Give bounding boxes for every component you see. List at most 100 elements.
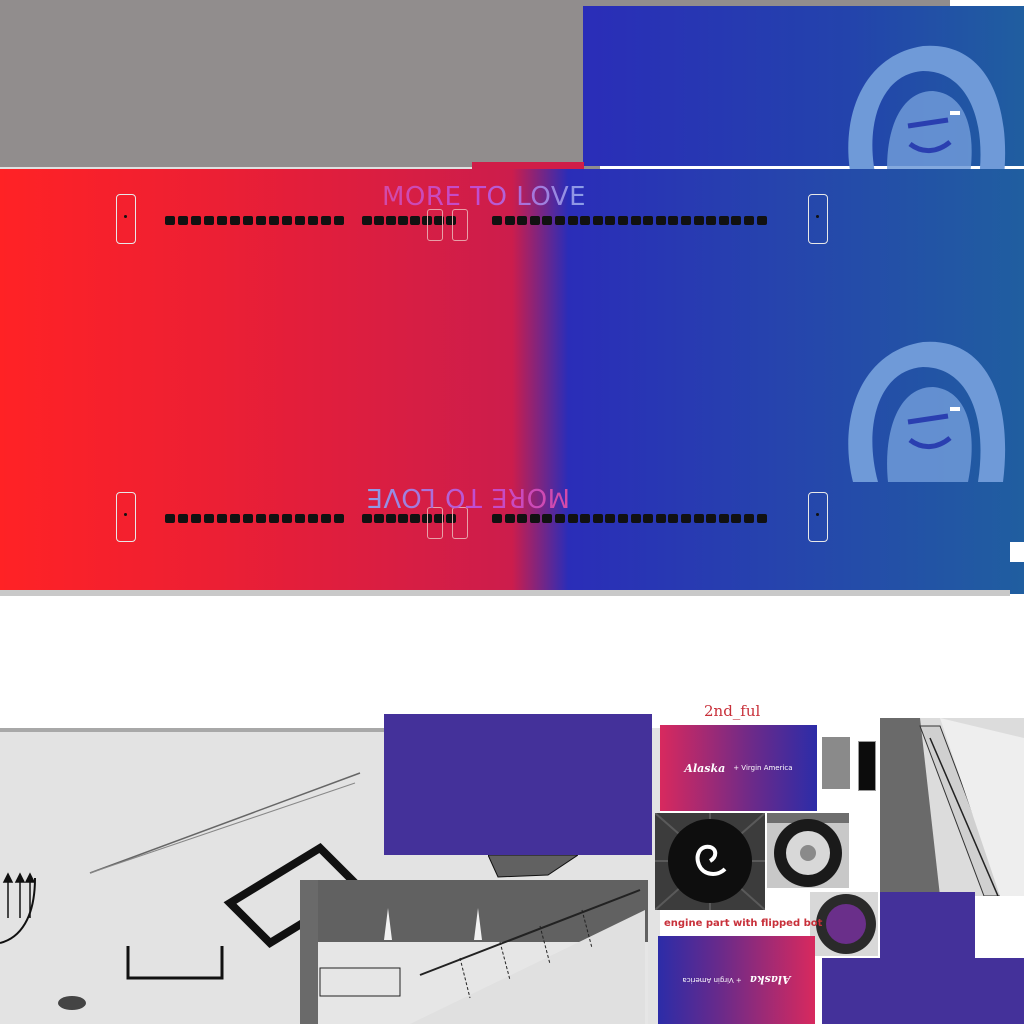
cabin-window (555, 216, 565, 225)
overwing-exit-top-b (452, 209, 468, 241)
door-front-top (116, 194, 136, 244)
cabin-window (269, 216, 279, 225)
cabin-window (593, 514, 603, 523)
livery-card-bottom-flipped: Alaska + Virgin America (658, 936, 815, 1024)
overwing-exit-bottom-a (427, 507, 443, 539)
tire-panel (810, 892, 878, 956)
slogan-bottom-mirrored: MORE TO LOVE (366, 482, 571, 512)
overwing-exit-bottom-b (452, 507, 468, 539)
swatch-black (858, 741, 876, 791)
engine-fan-panel (654, 812, 766, 911)
arrow-up-icon (2, 872, 36, 918)
cabin-window (643, 216, 653, 225)
cabin-window (204, 216, 214, 225)
cabin-window (217, 216, 227, 225)
cabin-window (386, 514, 396, 523)
purple-panel-right-upper (880, 892, 975, 962)
tire-icon (810, 892, 878, 956)
cabin-window (374, 216, 384, 225)
cabin-window (517, 216, 527, 225)
top-gray-strip (580, 0, 950, 6)
card-subtitle: + Virgin America (733, 764, 793, 772)
cabin-window (694, 216, 704, 225)
door-rear-bottom (808, 492, 828, 542)
cabin-window (530, 514, 540, 523)
cabin-window (204, 514, 214, 523)
eskimo-face-icon (848, 341, 1006, 482)
landing-wheel-icon (767, 813, 849, 888)
cabin-window (580, 216, 590, 225)
cabin-window (256, 216, 266, 225)
fuselage-bottom-edge (0, 590, 1010, 596)
livery-card-top: Alaska + Virgin America (660, 725, 817, 811)
cabin-window (165, 216, 175, 225)
stabilizer-panel (300, 880, 648, 1024)
purple-panel-main (384, 714, 652, 855)
header-scribble: 2nd_ful (704, 702, 761, 720)
cabin-window (517, 514, 527, 523)
cabin-window (446, 216, 456, 225)
cabin-window (334, 216, 344, 225)
cabin-window (492, 514, 502, 523)
cabin-window (631, 514, 641, 523)
cabin-window (731, 216, 741, 225)
cabin-window (410, 216, 420, 225)
cabin-window (542, 514, 552, 523)
cabin-window (668, 216, 678, 225)
cabin-window (374, 514, 384, 523)
cabin-window (295, 216, 305, 225)
cabin-window (334, 514, 344, 523)
cabin-window (656, 514, 666, 523)
stabilizer-tip (488, 855, 578, 878)
door-front-bottom (116, 492, 136, 542)
engine-label: engine part with flipped bot (664, 918, 823, 929)
cabin-window (362, 514, 372, 523)
cabin-window (757, 216, 767, 225)
cabin-window (165, 514, 175, 523)
eskimo-face-icon (848, 45, 1006, 186)
cabin-window (191, 216, 201, 225)
cabin-window (618, 514, 628, 523)
cabin-window (555, 514, 565, 523)
cabin-window (434, 216, 444, 225)
cabin-window (505, 216, 515, 225)
cabin-window (731, 514, 741, 523)
cabin-window (757, 514, 767, 523)
slogan-top: MORE TO LOVE (382, 182, 587, 212)
cabin-window (681, 216, 691, 225)
cabin-window (656, 216, 666, 225)
cabin-window (719, 216, 729, 225)
cabin-window (191, 514, 201, 523)
cabin-window (230, 514, 240, 523)
overwing-exit-top-a (427, 209, 443, 241)
cabin-window (605, 216, 615, 225)
cabin-window (243, 514, 253, 523)
cabin-window (593, 216, 603, 225)
swatch-gray (822, 737, 850, 789)
cabin-window (706, 216, 716, 225)
cabin-window (243, 216, 253, 225)
cabin-window (580, 514, 590, 523)
cabin-window (256, 514, 266, 523)
cabin-window (719, 514, 729, 523)
card-brand: Alaska (684, 761, 726, 775)
cabin-window (744, 216, 754, 225)
cabin-window (398, 514, 408, 523)
purple-panel-right-lower (822, 958, 1024, 1024)
card-subtitle-flipped: + Virgin America (682, 976, 742, 984)
cabin-window (605, 514, 615, 523)
fuselage-panel (0, 162, 1024, 594)
cabin-window (568, 216, 578, 225)
cabin-window (568, 514, 578, 523)
cabin-window (542, 216, 552, 225)
cabin-window (269, 514, 279, 523)
wheel-panel (767, 813, 849, 888)
cabin-window (505, 514, 515, 523)
rear-panel (880, 718, 1024, 896)
cabin-window (631, 216, 641, 225)
cabin-window (694, 514, 704, 523)
cabin-window (308, 216, 318, 225)
cabin-window (744, 514, 754, 523)
cabin-window (217, 514, 227, 523)
cabin-window (668, 514, 678, 523)
